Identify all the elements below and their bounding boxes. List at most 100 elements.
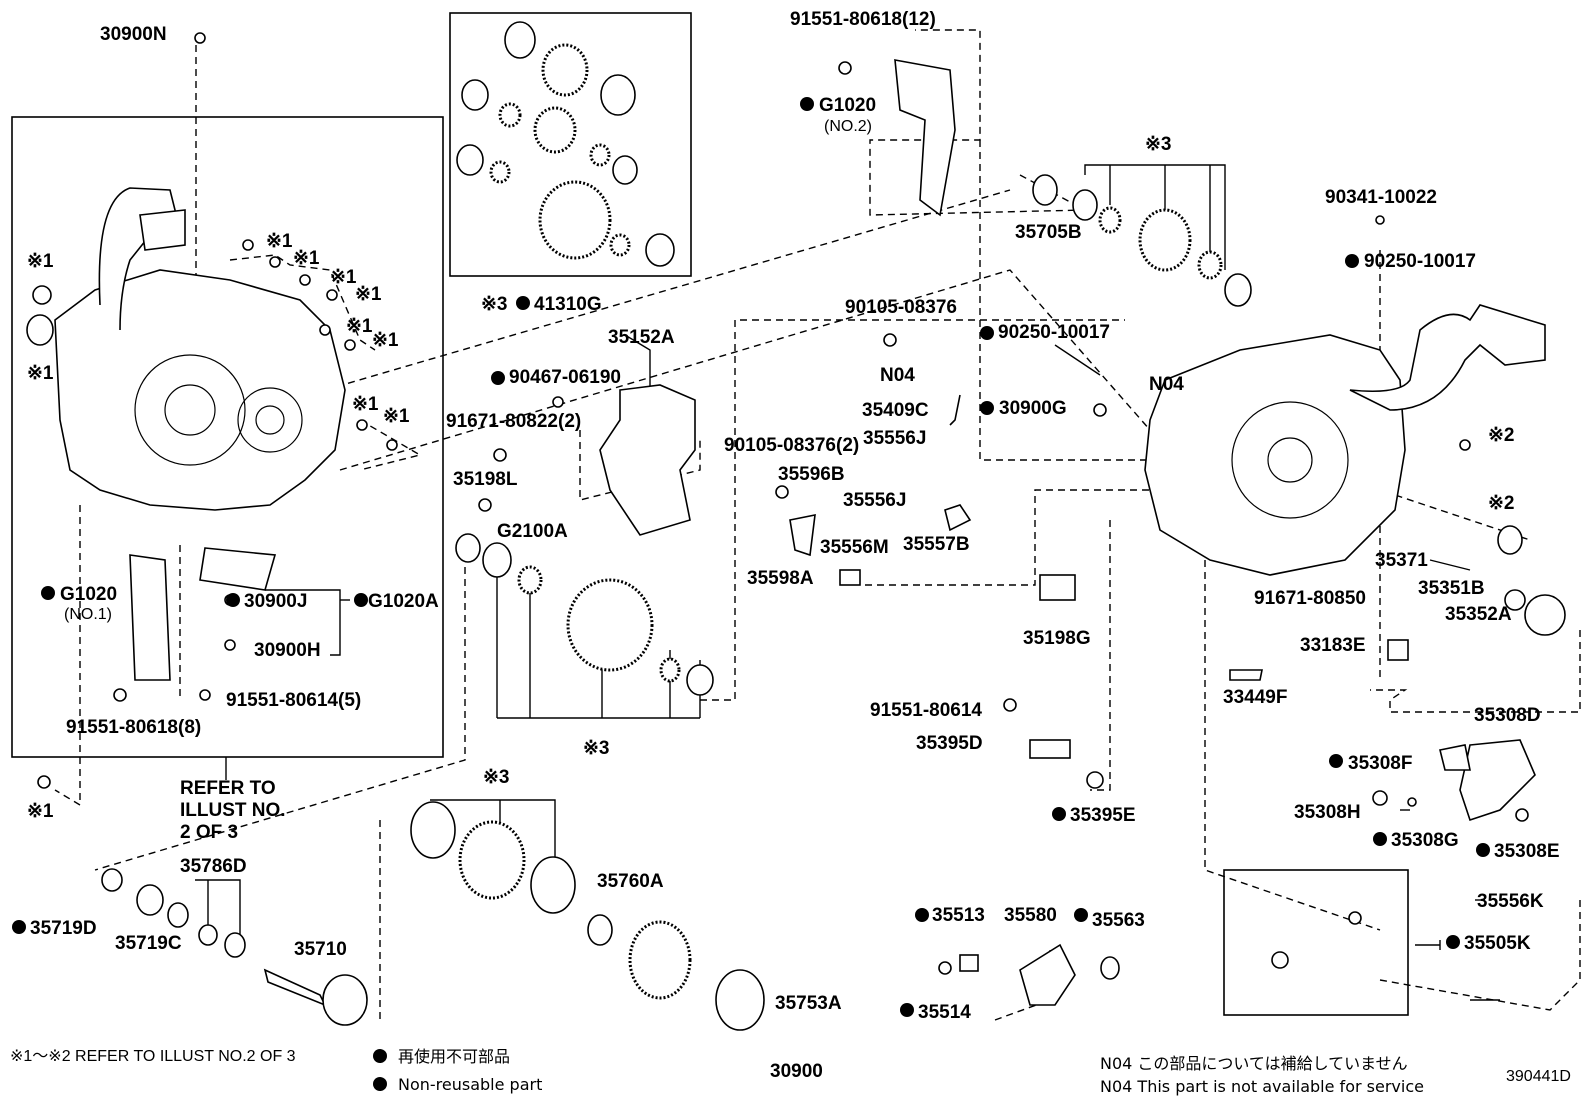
- part-35596B: 35596B: [778, 464, 845, 485]
- legend-n04-jp: N04 この部品については補給していません: [1100, 1054, 1408, 1073]
- ref-1-d: ※1: [293, 248, 320, 269]
- part-35556J-a: 35556J: [863, 428, 926, 449]
- transaxle-case-right: [1144, 304, 1546, 576]
- plate-35308d: [1439, 739, 1536, 822]
- part-35556J-b: 35556J: [843, 490, 906, 511]
- ref-1-h: ※1: [372, 330, 399, 351]
- part-35556M: 35556M: [820, 537, 889, 558]
- part-33449F: 33449F: [1223, 687, 1287, 708]
- part-35786D: 35786D: [180, 856, 247, 877]
- part-N04-a: N04: [880, 365, 915, 386]
- footer-refer-note: ※1～※2 REFER TO ILLUST NO.2 OF 3: [10, 1048, 296, 1065]
- part-91551-80618-8: 91551-80618(8): [66, 717, 201, 738]
- part-35563: 35563: [1092, 910, 1145, 931]
- ref-1-k: ※1: [27, 801, 54, 822]
- part-35198G: 35198G: [1023, 628, 1091, 649]
- part-35505K: 35505K: [1464, 933, 1531, 954]
- part-G1020-no2: G1020: [819, 95, 876, 116]
- part-G1020A: G1020A: [368, 591, 439, 612]
- ref-1-b: ※1: [27, 363, 54, 384]
- part-35580: 35580: [1004, 905, 1057, 926]
- refer-line-1: REFER TO: [180, 778, 276, 799]
- assembly-30900: 30900: [770, 1061, 823, 1082]
- lower-gear-set: [410, 801, 765, 1031]
- legend-nonreusable-en: Non-reusable part: [398, 1075, 542, 1094]
- part-35513: 35513: [932, 905, 985, 926]
- part-30900G: 30900G: [999, 398, 1067, 419]
- part-35705B: 35705B: [1015, 222, 1082, 243]
- gasket-g1020a: [199, 547, 277, 591]
- ref-3-diff-kit: ※3: [481, 294, 508, 315]
- differential-kit-box: [449, 12, 692, 277]
- legend-n04-en: N04 This part is not available for servi…: [1100, 1077, 1424, 1096]
- ref-1-e: ※1: [330, 267, 357, 288]
- part-90250-10017-middle: 90250-10017: [998, 322, 1110, 343]
- note-no1: (NO.1): [64, 606, 112, 623]
- part-33183E: 33183E: [1300, 635, 1366, 656]
- differential-assembly: [455, 533, 714, 696]
- ref-2-a: ※2: [1488, 425, 1515, 446]
- ref-3-low: ※3: [483, 767, 510, 788]
- ref-3-mid: ※3: [583, 738, 610, 759]
- part-90341-10022: 90341-10022: [1325, 187, 1437, 208]
- part-35198L: 35198L: [453, 469, 518, 490]
- illustration-code: 390441D: [1506, 1068, 1571, 1085]
- part-N04-b: N04: [1149, 374, 1184, 395]
- part-35308G: 35308G: [1391, 830, 1459, 851]
- part-35152A: 35152A: [608, 327, 675, 348]
- bracket-35152a: [599, 384, 696, 536]
- part-35710: 35710: [294, 939, 347, 960]
- part-41310G: 41310G: [534, 294, 602, 315]
- assembly-lines: [54, 29, 1581, 1021]
- refer-line-3: 2 OF 3: [180, 822, 238, 843]
- output-gear-set: [1032, 174, 1252, 307]
- part-35719C: 35719C: [115, 933, 182, 954]
- part-35395D: 35395D: [916, 733, 983, 754]
- part-35308D: 35308D: [1474, 705, 1541, 726]
- part-35351B: 35351B: [1418, 578, 1485, 599]
- part-G1020-no1: G1020: [60, 584, 117, 605]
- ref-1-i: ※1: [352, 394, 379, 415]
- housing-plate-g1020-no1: [129, 554, 171, 681]
- ref-1-a: ※1: [27, 251, 54, 272]
- ref-1-f: ※1: [355, 284, 382, 305]
- part-35371: 35371: [1375, 550, 1428, 571]
- legend-nonreusable-jp: 再使用不可部品: [398, 1047, 510, 1066]
- note-no2: (NO.2): [824, 118, 872, 135]
- differential-kit-parts: [456, 21, 675, 267]
- part-35556K: 35556K: [1477, 891, 1544, 912]
- part-90105-08376-2: 90105-08376(2): [724, 435, 859, 456]
- case-group-box: [11, 116, 444, 758]
- part-35753A: 35753A: [775, 993, 842, 1014]
- part-90105-08376: 90105-08376: [845, 297, 957, 318]
- part-35760A: 35760A: [597, 871, 664, 892]
- part-91551-80614: 91551-80614: [870, 700, 982, 721]
- part-30900J: 30900J: [244, 591, 307, 612]
- part-35352A: 35352A: [1445, 604, 1512, 625]
- refer-line-2: ILLUST NO.: [180, 800, 286, 821]
- non-reusable-markers: [12, 97, 1490, 1091]
- ref-2-b: ※2: [1488, 493, 1515, 514]
- shaft-35710: [101, 868, 368, 1026]
- part-35514: 35514: [918, 1002, 971, 1023]
- part-91551-80614-5: 91551-80614(5): [226, 690, 361, 711]
- part-35308F: 35308F: [1348, 753, 1412, 774]
- part-91671-80850: 91671-80850: [1254, 588, 1366, 609]
- part-35557B: 35557B: [903, 534, 970, 555]
- small-parts: [26, 32, 1566, 969]
- part-35395E: 35395E: [1070, 805, 1136, 826]
- part-G2100A: G2100A: [497, 521, 568, 542]
- part-35719D: 35719D: [30, 918, 97, 939]
- ref-1-g: ※1: [346, 316, 373, 337]
- part-91551-80618-12: 91551-80618(12): [790, 9, 936, 30]
- part-30900N: 30900N: [100, 24, 167, 45]
- transaxle-case-left: [54, 187, 346, 511]
- part-35308E: 35308E: [1494, 841, 1560, 862]
- part-35409C: 35409C: [862, 400, 929, 421]
- part-30900H: 30900H: [254, 640, 321, 661]
- ref-3-top: ※3: [1145, 134, 1172, 155]
- part-35308H: 35308H: [1294, 802, 1361, 823]
- part-90250-10017-right: 90250-10017: [1364, 251, 1476, 272]
- part-35598A: 35598A: [747, 568, 814, 589]
